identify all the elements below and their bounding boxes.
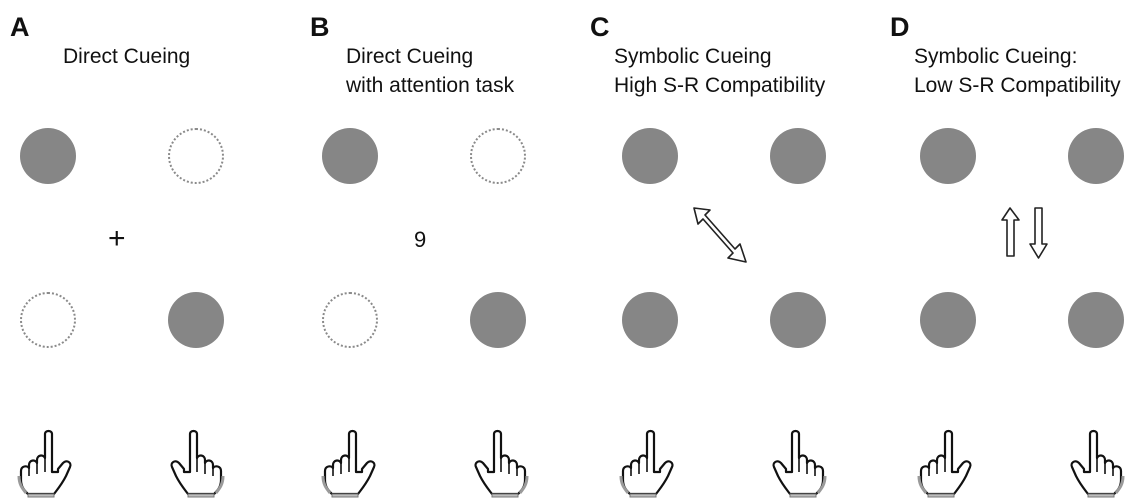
stimulus-bottom-right (470, 292, 526, 348)
stimulus-top-right (1068, 128, 1124, 184)
panel-title: Direct Cueing with attention task (346, 42, 514, 100)
stimulus-bottom-left (920, 292, 976, 348)
panel-a: A Direct Cueing + (0, 0, 295, 501)
panel-title: Symbolic Cueing High S-R Compatibility (614, 42, 825, 100)
panel-label: A (10, 12, 30, 42)
right-hand-pointing-icon (170, 429, 225, 498)
right-hand-pointing-icon (772, 429, 827, 498)
panel-title-line: with attention task (346, 74, 515, 97)
panel-title-line: High S-R Compatibility (614, 74, 826, 97)
fixation-cross: + (108, 222, 126, 255)
panel-title: Direct Cueing (63, 42, 190, 71)
panel-title-line: Direct Cueing (63, 45, 191, 68)
panel-title: Symbolic Cueing: Low S-R Compatibility (914, 42, 1121, 100)
panel-title-line: Low S-R Compatibility (914, 74, 1121, 97)
stimulus-top-left (622, 128, 678, 184)
stimulus-bottom-right (770, 292, 826, 348)
up-down-arrows-icon (1001, 207, 1048, 259)
panel-b: B Direct Cueing with attention task 9 (300, 0, 595, 501)
panel-title-line: Symbolic Cueing: (914, 45, 1078, 68)
panel-c: C Symbolic Cueing High S-R Compatibility (590, 0, 885, 501)
stimulus-top-left (20, 128, 76, 184)
stimulus-bottom-left (20, 292, 76, 348)
stimulus-bottom-right (168, 292, 224, 348)
stimulus-bottom-left (322, 292, 378, 348)
attention-digit: 9 (414, 227, 427, 252)
left-hand-pointing-icon (321, 429, 376, 498)
stimulus-top-right (168, 128, 224, 184)
stimulus-top-left (322, 128, 378, 184)
stimulus-bottom-right (1068, 292, 1124, 348)
stimulus-top-right (770, 128, 826, 184)
stimulus-bottom-left (622, 292, 678, 348)
panel-label: C (590, 12, 610, 42)
left-hand-pointing-icon (619, 429, 674, 498)
panel-title-line: Symbolic Cueing (614, 45, 772, 68)
diagonal-double-arrow-icon (693, 207, 747, 263)
panel-d: D Symbolic Cueing: Low S-R Compatibility (888, 0, 1147, 501)
right-hand-pointing-icon (474, 429, 529, 498)
stimulus-top-right (470, 128, 526, 184)
left-hand-pointing-icon (17, 429, 72, 498)
right-hand-pointing-icon (1070, 429, 1125, 498)
panel-label: B (310, 12, 330, 42)
left-hand-pointing-icon (917, 429, 972, 498)
panel-label: D (890, 12, 910, 42)
panel-title-line: Direct Cueing (346, 45, 474, 68)
stimulus-top-left (920, 128, 976, 184)
